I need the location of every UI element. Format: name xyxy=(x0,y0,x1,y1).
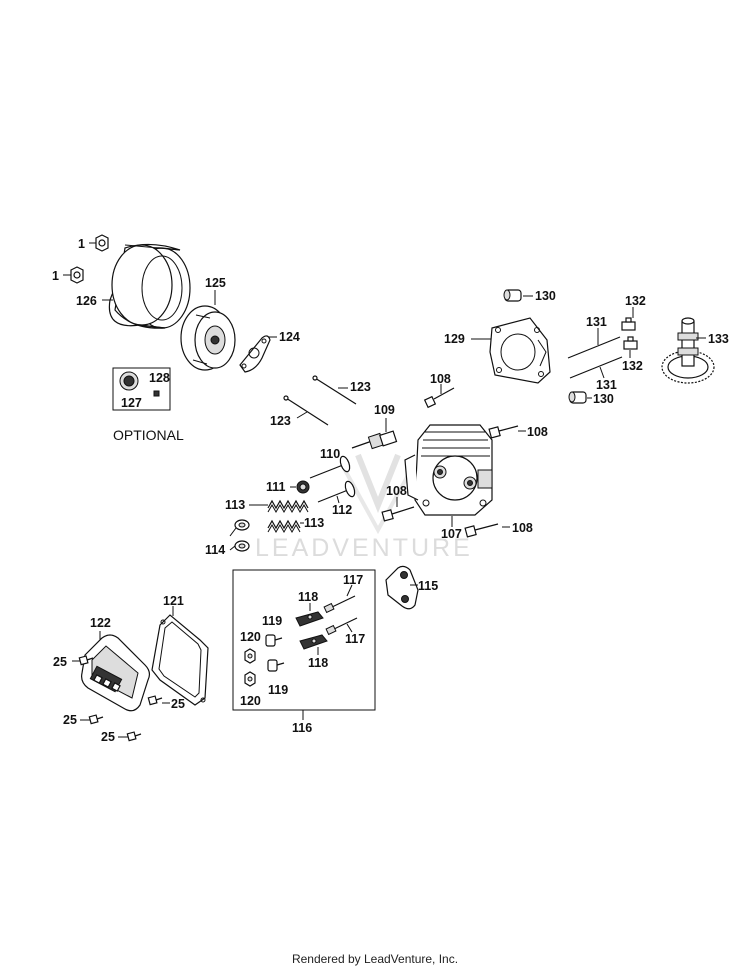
callout-124: 124 xyxy=(279,330,300,344)
callout-121: 121 xyxy=(163,594,184,608)
part-125-starter-cup[interactable] xyxy=(180,305,236,371)
part-124-gasket[interactable] xyxy=(239,335,271,373)
callout-112: 112 xyxy=(332,503,352,517)
callout-110: 110 xyxy=(320,447,340,461)
part-113-valve-spring-lower[interactable] xyxy=(267,519,301,534)
callout-120b: 120 xyxy=(240,694,261,708)
callout-130a: 130 xyxy=(535,289,556,303)
part-120-jam-nut-lower[interactable] xyxy=(244,671,256,687)
part-110-valve[interactable] xyxy=(309,455,351,479)
part-118-rocker-arm-upper[interactable] xyxy=(295,611,324,627)
part-112-valve[interactable] xyxy=(317,480,356,503)
callout-129: 129 xyxy=(444,332,465,346)
part-119-rocker-pivot-lower[interactable] xyxy=(267,659,285,672)
part-126-flywheel-cover[interactable] xyxy=(108,243,191,329)
part-25-screw-a[interactable] xyxy=(78,655,94,666)
watermark: LEADVENTURE xyxy=(255,534,473,562)
callout-130b: 130 xyxy=(593,392,614,406)
part-117-adjust-screw-upper[interactable] xyxy=(323,595,356,614)
callout-118b: 118 xyxy=(308,656,328,670)
callout-108b: 108 xyxy=(527,425,548,439)
part-108-bolt-b[interactable] xyxy=(488,425,519,439)
part-133-camshaft[interactable] xyxy=(661,317,715,384)
callout-108a: 108 xyxy=(430,372,451,386)
part-130-valve-cap-upper[interactable] xyxy=(503,289,522,302)
callout-128: 128 xyxy=(149,371,170,385)
footer-credit: Rendered by LeadVenture, Inc. xyxy=(291,952,459,966)
part-111-valve-seal[interactable] xyxy=(296,480,310,494)
callout-107: 107 xyxy=(441,527,462,541)
callout-132a: 132 xyxy=(625,294,646,308)
callout-123b: 123 xyxy=(270,414,291,428)
callout-131b: 131 xyxy=(596,378,617,392)
part-131-push-rod-lower[interactable] xyxy=(569,356,623,379)
optional-parts-box xyxy=(112,367,171,411)
part-108-bolt-d[interactable] xyxy=(464,523,499,538)
callout-108c: 108 xyxy=(386,484,407,498)
callout-127: 127 xyxy=(121,396,142,410)
callout-111: 111 xyxy=(266,480,286,494)
callout-25d: 25 xyxy=(101,730,115,744)
callout-25a: 25 xyxy=(53,655,67,669)
part-109-spark-plug[interactable] xyxy=(351,430,398,450)
part-121-valve-cover-gasket[interactable] xyxy=(151,614,209,706)
callout-125: 125 xyxy=(205,276,226,290)
part-129-head-gasket[interactable] xyxy=(489,317,551,384)
callout-1b: 1 xyxy=(52,269,59,283)
callout-131a: 131 xyxy=(586,315,607,329)
part-119-rocker-pivot-upper[interactable] xyxy=(265,634,283,647)
part-131-push-rod-upper[interactable] xyxy=(567,336,621,359)
callout-25c: 25 xyxy=(63,713,77,727)
callout-116: 116 xyxy=(292,721,312,735)
part-117-adjust-screw-lower[interactable] xyxy=(325,617,358,636)
part-25-screw-c[interactable] xyxy=(88,714,104,725)
callout-117b: 117 xyxy=(345,632,365,646)
part-128-clip[interactable] xyxy=(153,390,160,397)
part-123-push-rod-upper[interactable] xyxy=(312,375,357,405)
part-1-nut-upper[interactable] xyxy=(89,234,109,252)
part-120-jam-nut-upper[interactable] xyxy=(244,648,256,664)
callout-119b: 119 xyxy=(268,683,288,697)
callout-119a: 119 xyxy=(262,614,282,628)
part-130-valve-cap-lower[interactable] xyxy=(568,391,587,404)
part-108-bolt-a[interactable] xyxy=(423,387,455,409)
callout-115: 115 xyxy=(418,579,438,593)
part-114-retainer-lower[interactable] xyxy=(234,540,250,552)
part-132-tappet-upper[interactable] xyxy=(621,317,636,331)
part-108-bolt-c[interactable] xyxy=(381,506,415,522)
callout-117a: 117 xyxy=(343,573,363,587)
callout-25b: 25 xyxy=(171,697,185,711)
part-127-screen[interactable] xyxy=(119,371,139,391)
callout-133: 133 xyxy=(708,332,729,346)
part-113-valve-spring-upper[interactable] xyxy=(267,499,309,514)
callout-113a: 113 xyxy=(225,498,245,512)
part-123-push-rod-lower[interactable] xyxy=(283,395,329,426)
part-122-valve-cover[interactable] xyxy=(81,634,151,712)
callout-126: 126 xyxy=(76,294,97,308)
optional-label: OPTIONAL xyxy=(113,427,184,443)
callout-123a: 123 xyxy=(350,380,371,394)
callout-113b: 113 xyxy=(304,516,324,530)
part-114-retainer-upper[interactable] xyxy=(234,519,250,531)
callout-132b: 132 xyxy=(622,359,643,373)
callout-114: 114 xyxy=(205,543,225,557)
callout-122: 122 xyxy=(90,616,111,630)
watermark-logo xyxy=(343,453,413,535)
part-116-rocker-kit-box xyxy=(232,569,376,711)
part-132-tappet-lower[interactable] xyxy=(623,336,638,350)
part-115-rocker-bracket[interactable] xyxy=(385,565,419,610)
part-25-screw-b[interactable] xyxy=(147,695,163,706)
callout-109: 109 xyxy=(374,403,395,417)
callout-118a: 118 xyxy=(298,590,318,604)
part-25-screw-d[interactable] xyxy=(126,731,142,742)
part-107-cylinder-head[interactable] xyxy=(404,424,493,516)
callout-1a: 1 xyxy=(78,237,85,251)
part-1-nut-lower[interactable] xyxy=(63,266,84,284)
part-118-rocker-arm-lower[interactable] xyxy=(299,634,328,650)
callout-108d: 108 xyxy=(512,521,533,535)
callout-120a: 120 xyxy=(240,630,261,644)
